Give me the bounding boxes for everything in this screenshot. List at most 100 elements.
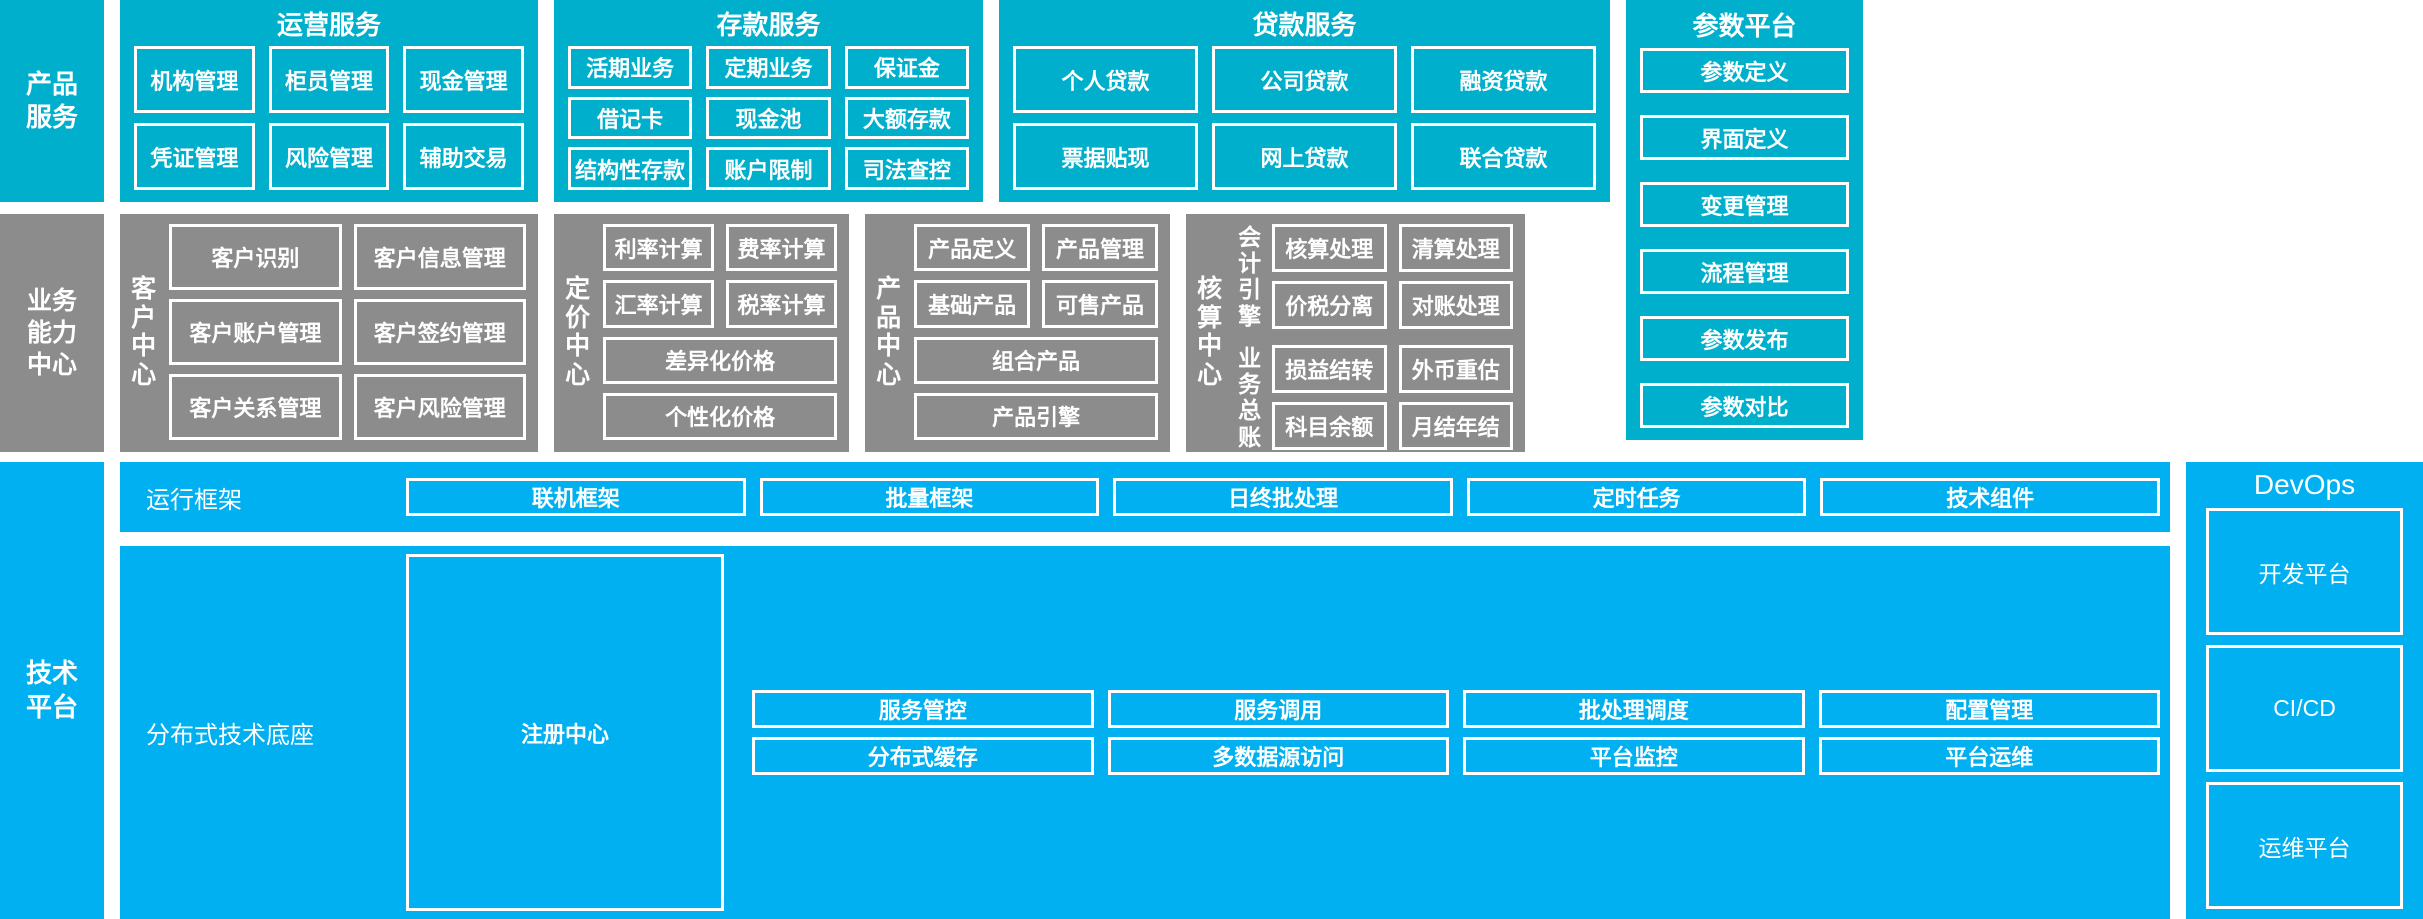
cell-ledger-0[interactable]: 损益结转: [1272, 344, 1387, 393]
cell-operation-0[interactable]: 机构管理: [134, 46, 255, 113]
cell-customer-5[interactable]: 客户风险管理: [353, 374, 526, 440]
band-items-distributed-base: 服务管控 服务调用 批处理调度 配置管理 分布式缓存 多数据源访问 平台监控 平…: [752, 690, 2160, 775]
cell-base-2[interactable]: 批处理调度: [1463, 690, 1805, 728]
cell-deposit-2[interactable]: 保证金: [844, 46, 969, 89]
cell-deposit-7[interactable]: 账户限制: [706, 147, 831, 190]
cell-deposit-4[interactable]: 现金池: [706, 96, 831, 140]
cell-ledger-1[interactable]: 外币重估: [1398, 344, 1513, 393]
vlabel-customer-center: 客户中心: [131, 275, 157, 389]
cell-product-wide-0[interactable]: 组合产品: [914, 336, 1158, 384]
cell-customer-1[interactable]: 客户信息管理: [353, 224, 526, 290]
band-label-runtime-framework: 运行框架: [146, 486, 242, 514]
cell-pricing-wide-0[interactable]: 差异化价格: [603, 336, 837, 384]
cell-base-3[interactable]: 配置管理: [1818, 690, 2160, 728]
cell-runtime-1[interactable]: 批量框架: [759, 478, 1100, 516]
param-item-0[interactable]: 参数定义: [1640, 48, 1849, 93]
row-label-technical-platform: 技术 平台: [0, 462, 104, 919]
cell-deposit-8[interactable]: 司法查控: [844, 147, 969, 190]
cell-pricing-wide-1[interactable]: 个性化价格: [603, 392, 837, 440]
cell-base-7[interactable]: 平台运维: [1818, 737, 2160, 775]
group-customer-center: 客户中心 客户识别 客户信息管理 客户账户管理 客户签约管理 客户关系管理 客户…: [120, 214, 538, 452]
cell-registry-center[interactable]: 注册中心: [406, 554, 724, 911]
cell-operation-5[interactable]: 辅助交易: [403, 123, 524, 190]
subgroup-accounting-engine: 会计引擎 核算处理 清算处理 价税分离 对账处理: [1235, 224, 1513, 329]
cell-customer-3[interactable]: 客户签约管理: [353, 299, 526, 365]
cell-loan-0[interactable]: 个人贷款: [1013, 46, 1198, 113]
cell-grid-deposit-services: 活期业务 定期业务 保证金 借记卡 现金池 大额存款 结构性存款 账户限制 司法…: [568, 46, 969, 190]
cell-runtime-0[interactable]: 联机框架: [406, 478, 746, 516]
cell-acct-engine-0[interactable]: 核算处理: [1272, 224, 1387, 272]
cell-loan-4[interactable]: 网上贷款: [1212, 123, 1397, 190]
cell-customer-4[interactable]: 客户关系管理: [169, 374, 342, 440]
cell-loan-1[interactable]: 公司贷款: [1212, 46, 1397, 113]
row-product-services: 产品 服务 运营服务 机构管理 柜员管理 现金管理 凭证管理 风险管理 辅助交易…: [0, 0, 2423, 440]
cell-pricing-3[interactable]: 税率计算: [726, 280, 837, 328]
cell-ledger-2[interactable]: 科目余额: [1272, 401, 1387, 450]
cell-base-5[interactable]: 多数据源访问: [1107, 737, 1449, 775]
cell-customer-2[interactable]: 客户账户管理: [169, 299, 342, 365]
band-items-runtime-framework: 联机框架 批量框架 日终批处理 定时任务 技术组件: [406, 478, 2160, 516]
band-runtime-framework: 运行框架 联机框架 批量框架 日终批处理 定时任务 技术组件: [120, 462, 2170, 532]
cell-operation-3[interactable]: 凭证管理: [134, 123, 255, 190]
cell-base-1[interactable]: 服务调用: [1107, 690, 1449, 728]
cell-loan-5[interactable]: 联合贷款: [1411, 123, 1596, 190]
cell-runtime-3[interactable]: 定时任务: [1466, 478, 1807, 516]
cell-pricing-0[interactable]: 利率计算: [603, 224, 715, 272]
cell-deposit-6[interactable]: 结构性存款: [568, 147, 693, 190]
subgroup-business-ledger: 业务总账 损益结转 外币重估 科目余额 月结年结: [1235, 344, 1513, 450]
cell-base-6[interactable]: 平台监控: [1463, 737, 1805, 775]
cell-product-3[interactable]: 可售产品: [1042, 280, 1158, 328]
cell-base-0[interactable]: 服务管控: [752, 690, 1094, 728]
param-item-3[interactable]: 流程管理: [1640, 249, 1849, 294]
cell-pricing-1[interactable]: 费率计算: [726, 224, 837, 272]
group-deposit-services: 存款服务 活期业务 定期业务 保证金 借记卡 现金池 大额存款 结构性存款 账户…: [554, 0, 983, 202]
cell-grid-pricing-center: 利率计算 费率计算 汇率计算 税率计算 差异化价格 个性化价格: [603, 224, 837, 440]
cell-grid-accounting-engine: 核算处理 清算处理 价税分离 对账处理: [1272, 224, 1513, 329]
devops-item-0[interactable]: 开发平台: [2206, 508, 2403, 635]
group-loan-services: 贷款服务 个人贷款 公司贷款 融资贷款 票据贴现 网上贷款 联合贷款: [999, 0, 1610, 202]
param-item-1[interactable]: 界面定义: [1640, 115, 1849, 160]
cell-acct-engine-3[interactable]: 对账处理: [1398, 280, 1513, 329]
param-platform-list: 参数定义 界面定义 变更管理 流程管理 参数发布 参数对比: [1640, 48, 1849, 428]
group-title-operation-services: 运营服务: [276, 10, 381, 40]
gutter-product-business: [0, 202, 2423, 214]
vlabel-product-center: 产品中心: [876, 275, 902, 389]
param-item-2[interactable]: 变更管理: [1640, 182, 1849, 227]
cell-grid-operation-services: 机构管理 柜员管理 现金管理 凭证管理 风险管理 辅助交易: [134, 46, 524, 190]
group-product-center: 产品中心 产品定义 产品管理 基础产品 可售产品 组合产品 产品引擎: [865, 214, 1170, 452]
devops-item-1[interactable]: CI/CD: [2206, 645, 2403, 772]
cell-product-0[interactable]: 产品定义: [914, 224, 1031, 272]
cell-operation-2[interactable]: 现金管理: [403, 46, 524, 113]
cell-grid-customer-center: 客户识别 客户信息管理 客户账户管理 客户签约管理 客户关系管理 客户风险管理: [169, 224, 526, 440]
cell-acct-engine-2[interactable]: 价税分离: [1272, 280, 1387, 329]
cell-ledger-3[interactable]: 月结年结: [1398, 401, 1513, 450]
cell-runtime-4[interactable]: 技术组件: [1820, 478, 2160, 516]
cell-deposit-5[interactable]: 大额存款: [844, 96, 969, 140]
cell-deposit-3[interactable]: 借记卡: [568, 96, 693, 140]
row-label-product-services: 产品 服务: [0, 0, 104, 202]
column-devops: DevOps 开发平台 CI/CD 运维平台: [2186, 462, 2423, 919]
cell-customer-0[interactable]: 客户识别: [169, 224, 342, 290]
param-item-4[interactable]: 参数发布: [1640, 316, 1849, 361]
band-label-distributed-base: 分布式技术底座: [146, 722, 314, 749]
cell-product-1[interactable]: 产品管理: [1042, 224, 1158, 272]
devops-item-2[interactable]: 运维平台: [2206, 782, 2403, 909]
vlabel-pricing-center: 定价中心: [565, 275, 591, 389]
cell-operation-4[interactable]: 风险管理: [268, 123, 390, 190]
cell-deposit-0[interactable]: 活期业务: [568, 46, 693, 89]
cell-runtime-2[interactable]: 日终批处理: [1113, 478, 1453, 516]
cell-product-wide-1[interactable]: 产品引擎: [914, 392, 1158, 440]
cell-product-2[interactable]: 基础产品: [914, 280, 1031, 328]
cell-grid-business-ledger: 损益结转 外币重估 科目余额 月结年结: [1272, 344, 1513, 450]
column-title-param-platform: 参数平台: [1692, 11, 1797, 41]
cell-pricing-2[interactable]: 汇率计算: [603, 280, 715, 328]
cell-deposit-1[interactable]: 定期业务: [706, 46, 831, 89]
cell-loan-2[interactable]: 融资贷款: [1411, 46, 1596, 113]
cell-loan-3[interactable]: 票据贴现: [1013, 123, 1198, 190]
cell-base-4[interactable]: 分布式缓存: [752, 737, 1094, 775]
column-param-platform: 参数平台 参数定义 界面定义 变更管理 流程管理 参数发布 参数对比: [1626, 0, 1863, 440]
cell-grid-product-center: 产品定义 产品管理 基础产品 可售产品 组合产品 产品引擎: [914, 224, 1158, 440]
cell-acct-engine-1[interactable]: 清算处理: [1398, 224, 1513, 272]
cell-operation-1[interactable]: 柜员管理: [268, 46, 390, 113]
param-item-5[interactable]: 参数对比: [1640, 383, 1849, 428]
